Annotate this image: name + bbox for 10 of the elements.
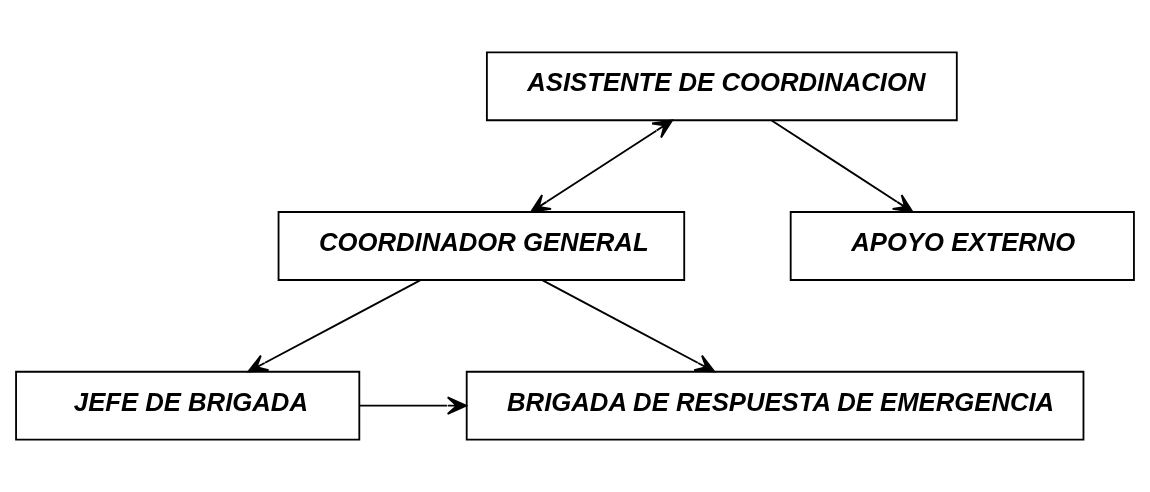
node-box: COORDINADOR GENERAL — [277, 211, 686, 281]
node-box: BRIGADA DE RESPUESTA DE EMERGENCIA — [465, 370, 1085, 441]
arrow — [247, 279, 422, 373]
arrow — [358, 396, 467, 415]
arrow — [770, 119, 914, 213]
arrow — [541, 279, 716, 373]
node-box: APOYO EXTERNO — [789, 211, 1135, 281]
arrow — [530, 119, 673, 213]
node-box: JEFE DE BRIGADA — [15, 370, 361, 441]
node-box: ASISTENTE DE COORDINACION — [485, 51, 958, 122]
